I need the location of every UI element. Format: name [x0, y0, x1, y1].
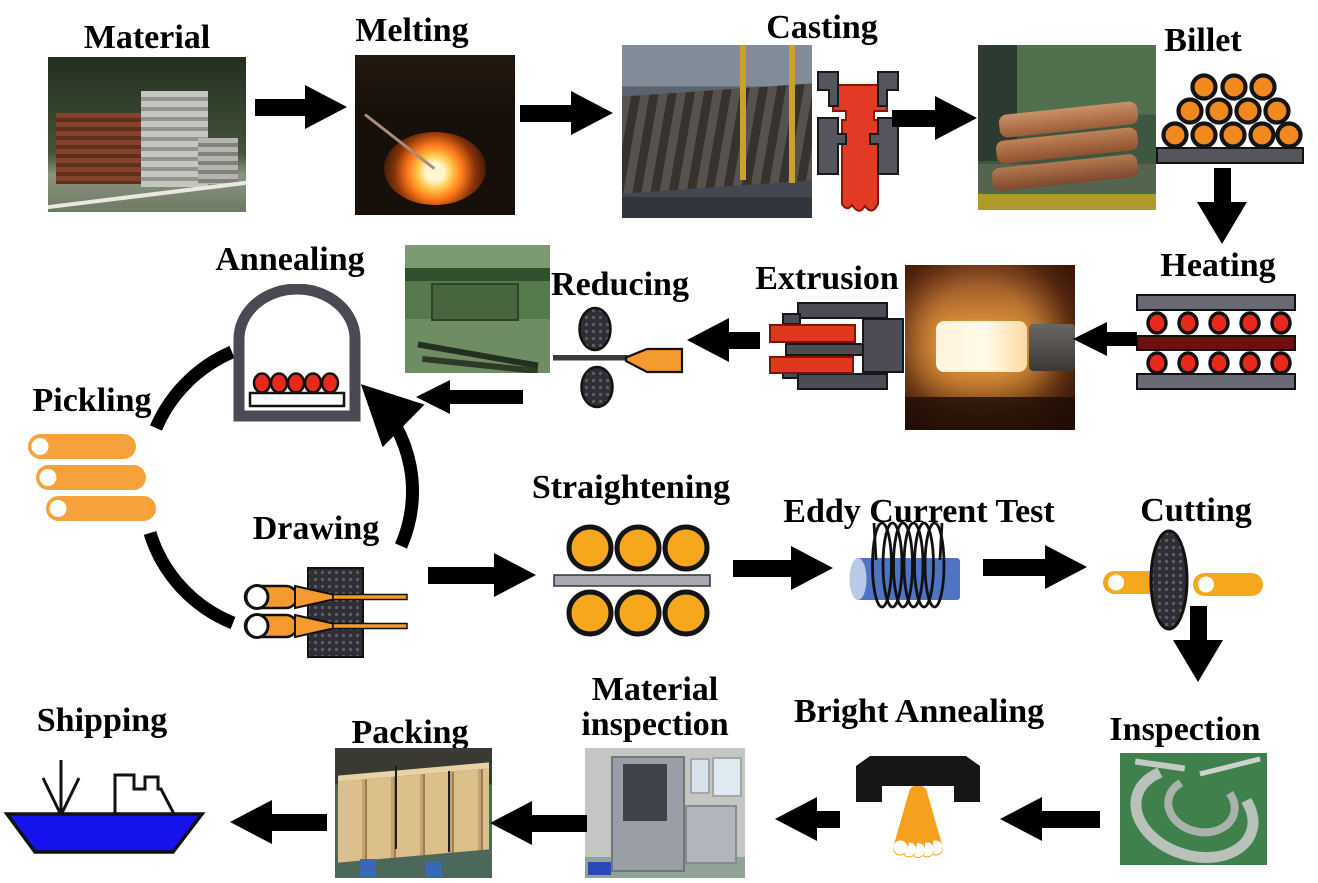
label-billet: Billet: [1164, 22, 1242, 59]
drawing-die-icon: [243, 567, 408, 658]
press-ram: [1029, 324, 1075, 371]
arrow-inspection-to-bright-annealing: [1000, 797, 1100, 841]
arrow-bright-annealing-to-material-inspection: [775, 796, 840, 842]
heating-furnace-icon: [1136, 294, 1296, 390]
press-base: [905, 397, 1075, 430]
reducing-rollers-icon: [553, 306, 684, 409]
label-eddy-current-test: Eddy Current Test: [783, 493, 1055, 530]
arrow-heating-to-extrusion: [1073, 318, 1137, 360]
yellow-post-2: [789, 45, 796, 184]
copper-plate-stack: [55, 112, 147, 185]
straightening-rollers-icon: [553, 524, 711, 637]
label-pickling: Pickling: [32, 382, 152, 419]
bright-annealing-hood-icon: [856, 756, 980, 858]
label-cutting: Cutting: [1140, 492, 1252, 529]
material-inspection-photo: [585, 748, 745, 878]
label-annealing: Annealing: [215, 241, 365, 278]
room-window: [712, 757, 742, 798]
shadow-area: [355, 55, 515, 110]
mill-beam: [405, 268, 550, 281]
arc-pickling-to-drawing: [143, 530, 236, 630]
label-extrusion: Extrusion: [755, 260, 899, 297]
arrow-material-inspection-to-packing: [490, 801, 587, 845]
arrow-eddy-to-cutting: [983, 545, 1087, 589]
label-melting: Melting: [355, 12, 469, 49]
wooden-crates: [338, 762, 489, 862]
yellow-rail: [978, 193, 1156, 210]
equipment-rack: [685, 805, 737, 864]
blue-bin: [588, 862, 611, 876]
cast-log-stack: [622, 83, 812, 194]
inspection-photo: [1120, 753, 1267, 865]
cutting-blade-icon: [1103, 529, 1263, 631]
arc-annealing-to-pickling: [150, 346, 235, 431]
arrow-material-to-melting: [255, 85, 347, 129]
label-straightening: Straightening: [531, 469, 731, 506]
arrow-casting-to-billet: [892, 96, 977, 140]
billet-photo: [978, 45, 1156, 210]
blue-stand-2: [426, 861, 442, 878]
arrow-billet-to-heating: [1197, 168, 1247, 244]
label-drawing: Drawing: [252, 510, 380, 547]
label-material-inspection: Material inspection: [581, 672, 728, 742]
arrow-drawing-to-straightening: [428, 552, 536, 598]
label-packing: Packing: [351, 714, 469, 751]
pickling-tubes-icon: [28, 434, 156, 521]
label-casting: Casting: [766, 9, 878, 46]
floor-dark: [622, 197, 812, 218]
arrow-extrusion-to-reducing: [687, 318, 760, 362]
reducing-photo: [405, 245, 550, 373]
label-bright-annealing: Bright Annealing: [793, 693, 1045, 730]
label-material-inspection-line2: inspection: [581, 706, 729, 743]
room-window-2: [689, 758, 710, 794]
casting-mold-icon: [817, 71, 899, 212]
label-material: Material: [83, 19, 211, 56]
yellow-post: [739, 45, 746, 180]
annealing-furnace-icon: [233, 284, 361, 422]
crate-strap-1: [394, 766, 397, 850]
shipping-ship-icon: [3, 760, 206, 854]
arrow-cutting-to-inspection: [1173, 606, 1223, 682]
crate-strap-2: [448, 771, 451, 853]
material-photo: [48, 57, 246, 212]
arrow-straightening-to-eddy: [733, 546, 833, 590]
hot-billet-glow: [935, 321, 1028, 373]
casting-photo: [622, 45, 812, 218]
blue-stand-1: [360, 858, 376, 878]
label-heating: Heating: [1160, 247, 1276, 284]
extrusion-press-icon: [769, 302, 904, 390]
extrusion-photo: [905, 265, 1075, 430]
ingot-stack: [141, 91, 209, 188]
melting-photo: [355, 55, 515, 215]
packing-photo: [335, 748, 492, 878]
test-machine-window: [623, 763, 667, 821]
arrow-reducing-to-annealing: [416, 379, 523, 415]
ingot-pile: [198, 137, 239, 185]
arrow-packing-to-shipping: [230, 800, 327, 844]
arrow-melting-to-casting: [520, 91, 613, 135]
label-material-inspection-line1: Material: [591, 671, 719, 708]
eddy-current-coil-icon: [849, 521, 960, 609]
label-shipping: Shipping: [36, 702, 168, 739]
mill-block: [431, 283, 520, 321]
label-inspection: Inspection: [1109, 711, 1261, 748]
billet-stack-icon: [1156, 73, 1304, 164]
label-reducing: Reducing: [551, 266, 689, 303]
